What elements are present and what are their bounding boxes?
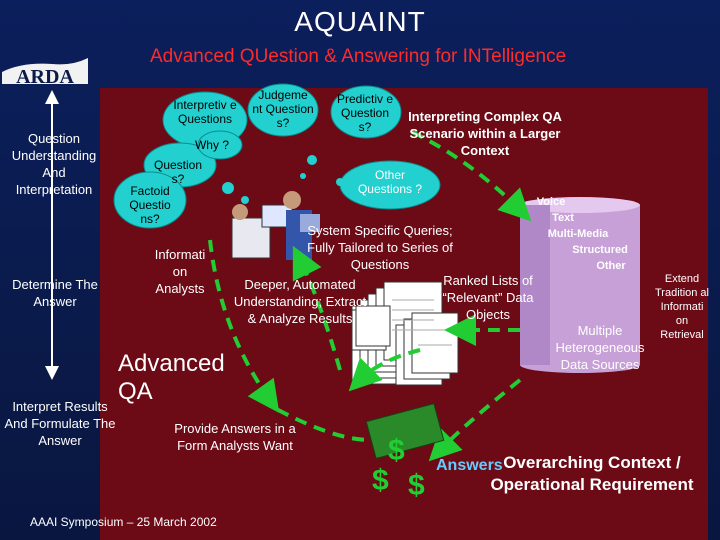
cloud-other: Other Questions ?: [357, 168, 423, 196]
source-text: Text: [552, 212, 574, 224]
determine-answer-label: Determine The Answer: [12, 277, 98, 309]
cloud-judgement: Judgeme nt Question s?: [252, 88, 314, 130]
advanced-qa-label: Advanced QA: [118, 350, 225, 405]
svg-text:$: $: [388, 434, 405, 467]
interpret-results-label: Interpret Results And Formulate The Answ…: [4, 399, 116, 448]
ranked-lists-label: Ranked Lists of “Relevant” Data Objects: [442, 273, 534, 322]
cloud-question-s: Question s?: [153, 158, 203, 186]
answers-label: Answers: [436, 457, 503, 474]
multiple-sources-label: Multiple Heterogeneous Data Sources: [555, 323, 645, 372]
source-voice: Voice: [536, 196, 566, 208]
arda-logo: ARDA: [2, 58, 88, 88]
source-structured: Structured: [572, 244, 628, 256]
svg-text:ARDA: ARDA: [16, 66, 74, 88]
provide-answers-label: Provide Answers in a Form Analysts Want: [174, 421, 296, 453]
deeper-label: Deeper, Automated Understanding; Extract…: [233, 277, 367, 326]
cloud-interpretive: Interpretiv e Questions: [173, 98, 237, 126]
cloud-predictive: Predictiv e Question s?: [336, 92, 394, 134]
system-specific-label: System Specific Queries; Fully Tailored …: [307, 223, 453, 272]
slide-subtitle: Advanced QUestion & Answering for INTell…: [150, 46, 567, 67]
information-analysts-label: Informati on Analysts: [154, 247, 206, 296]
cloud-factoid: Factoid Questio ns?: [129, 184, 171, 226]
extend-retrieval-label: Extend Tradition al Informati on Retriev…: [654, 273, 709, 341]
svg-text:$: $: [372, 464, 389, 497]
question-understanding-label: Question Understanding And Interpretatio…: [11, 131, 97, 197]
slide-title: AQUAINT: [294, 6, 426, 37]
source-other: Other: [596, 260, 626, 272]
svg-text:$: $: [408, 469, 425, 502]
interpreting-complex-label: Interpreting Complex QA Scenario within …: [408, 109, 562, 158]
cloud-why: Why ?: [194, 138, 229, 152]
overarching-context-label: Overarching Context / Operational Requir…: [490, 453, 694, 494]
source-multimedia: Multi-Media: [547, 228, 609, 240]
footer-label: AAAI Symposium – 25 March 2002: [30, 515, 217, 529]
